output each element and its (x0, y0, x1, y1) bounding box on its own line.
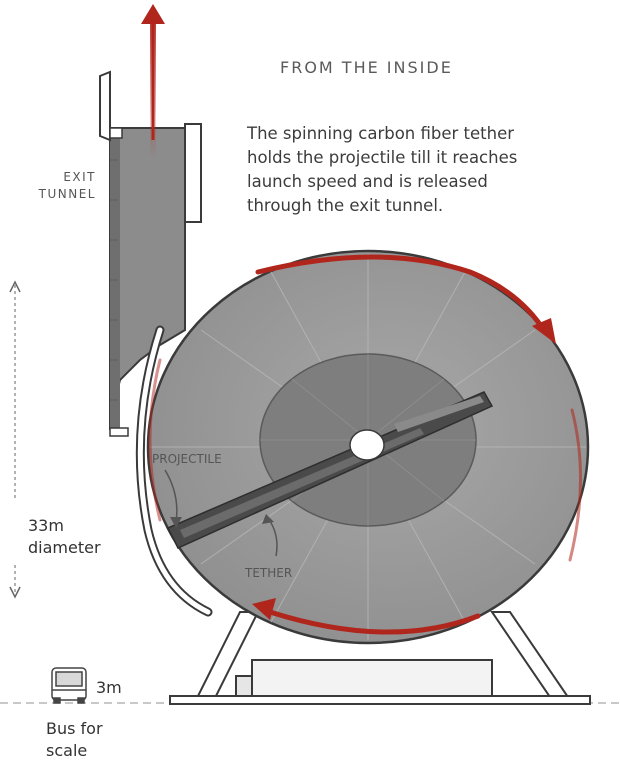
diameter-word: diameter (28, 538, 101, 557)
bus-height-label: 3m (96, 678, 122, 697)
description-line: holds the projectile till it reaches (247, 148, 518, 167)
section-heading: FROM THE INSIDE (280, 58, 453, 77)
support-stand (169, 611, 591, 705)
rotation-arrowhead-top (532, 318, 556, 344)
diameter-dimension (9, 280, 21, 599)
projectile-label: PROJECTILE (152, 452, 222, 466)
description-text: The spinning carbon fiber tether holds t… (247, 122, 577, 218)
bus-caption: Bus for scale (46, 718, 103, 762)
exit-tunnel-label-line: EXIT (63, 170, 96, 184)
launch-direction-arrow (141, 4, 165, 160)
tether-label: TETHER (245, 566, 293, 580)
diameter-value: 33m (28, 516, 64, 535)
description-line: through the exit tunnel. (247, 196, 444, 215)
hub-center (349, 429, 385, 461)
exit-tunnel (99, 70, 202, 437)
description-line: launch speed and is released (247, 172, 488, 191)
rotation-arrowhead-bottom (252, 598, 276, 620)
rotation-arrows (148, 254, 583, 635)
description-line: The spinning carbon fiber tether (247, 124, 515, 143)
exit-tunnel-label-line: TUNNEL (38, 187, 96, 201)
exit-tunnel-label: EXIT TUNNEL (8, 170, 96, 201)
bus-caption-line: scale (46, 741, 88, 760)
diameter-label: 33m diameter (28, 515, 101, 559)
bus-icon (51, 667, 87, 704)
bus-caption-line: Bus for (46, 719, 103, 738)
